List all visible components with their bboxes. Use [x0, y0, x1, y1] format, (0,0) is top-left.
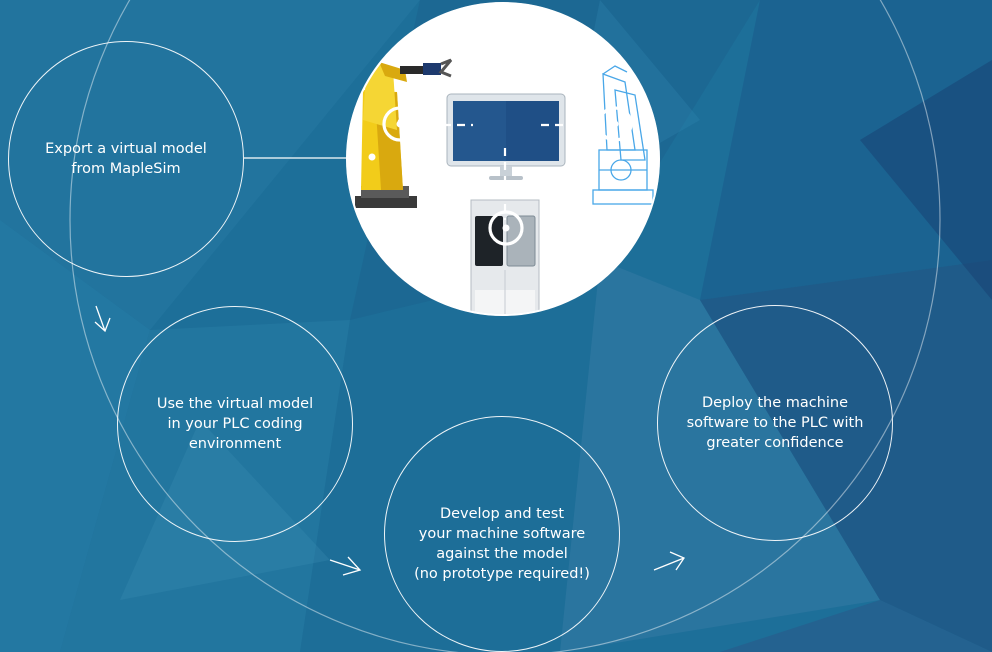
- monitor-icon: [446, 93, 566, 180]
- arrow-icon: [329, 556, 362, 576]
- step-label: Develop and test your machine software a…: [414, 506, 590, 582]
- step-export: Export a virtual model from MapleSim: [8, 41, 244, 277]
- target-icon: [382, 106, 633, 246]
- blueprint-robot-icon: [592, 65, 654, 205]
- step-use: Use the virtual model in your PLC coding…: [117, 306, 353, 542]
- arrow-icon: [653, 551, 685, 571]
- step-label: Export a virtual model from MapleSim: [45, 141, 207, 177]
- arrow-icon: [94, 305, 111, 333]
- plc-cabinet-icon: [470, 199, 540, 314]
- illustration-circle: [346, 2, 660, 316]
- step-label: Deploy the machine software to the PLC w…: [686, 395, 864, 451]
- step-deploy: Deploy the machine software to the PLC w…: [657, 305, 893, 541]
- step-label: Use the virtual model in your PLC coding…: [156, 396, 314, 452]
- step-develop: Develop and test your machine software a…: [384, 416, 620, 652]
